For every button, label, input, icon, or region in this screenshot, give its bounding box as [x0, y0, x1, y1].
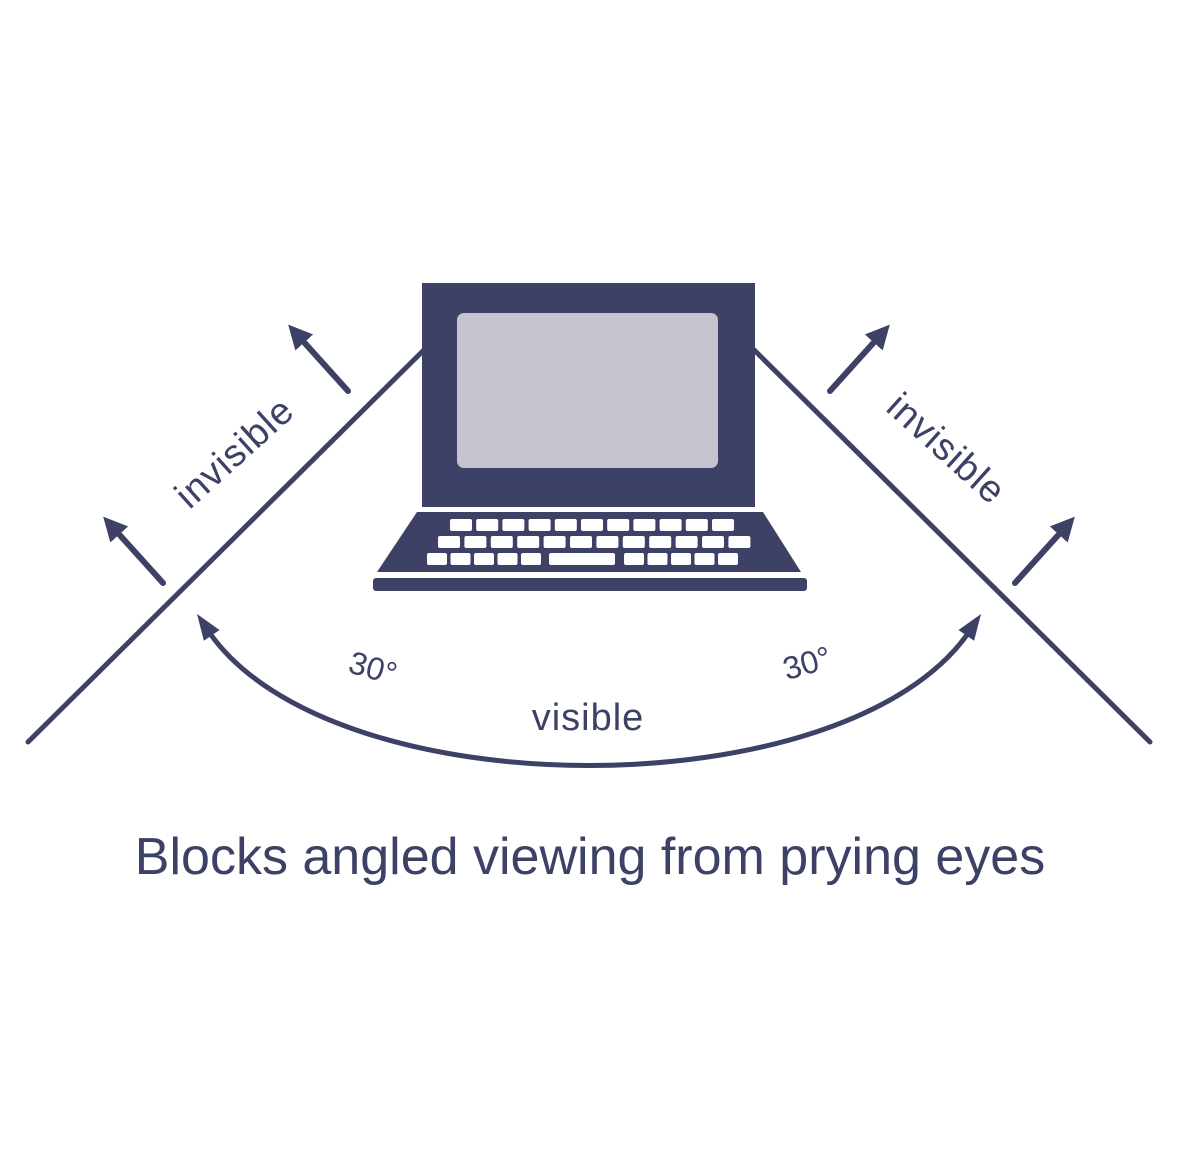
blocked-arrow-left-lower-icon	[103, 516, 166, 586]
keyboard-key	[694, 553, 715, 565]
sightline-right	[739, 335, 1153, 745]
keyboard-key	[718, 553, 738, 565]
keyboard-key	[521, 553, 541, 565]
keyboard-key	[450, 519, 472, 531]
keyboard-key	[474, 553, 494, 565]
invisible-label-left: invisible	[167, 389, 302, 517]
keyboard-key	[647, 553, 668, 565]
keyboard-key	[649, 536, 672, 548]
caption-text: Blocks angled viewing from prying eyes	[135, 828, 1045, 886]
laptop-icon	[373, 283, 807, 591]
keyboard-key	[427, 553, 447, 565]
keyboard-key	[497, 553, 518, 565]
keyboard-key	[728, 536, 751, 548]
keyboard-key	[450, 553, 471, 565]
blocked-arrow-right-upper-icon	[827, 324, 890, 394]
keyboard-key	[570, 536, 592, 548]
keyboard-key	[549, 553, 615, 565]
laptop-screen	[457, 313, 718, 468]
keyboard-key	[581, 519, 603, 531]
keyboard-key	[712, 519, 734, 531]
keyboard-key	[438, 536, 460, 548]
arc-arrowhead-right-icon	[958, 614, 981, 641]
blocked-arrow-right-lower-icon	[1012, 516, 1075, 586]
keyboard-key	[607, 519, 630, 531]
sightline-left	[25, 335, 439, 745]
keyboard-key	[596, 536, 619, 548]
keyboard-key	[528, 519, 551, 531]
keyboard-key	[659, 519, 682, 531]
keyboard-key	[633, 519, 656, 531]
keyboard-key	[490, 536, 513, 548]
keyboard-key	[476, 519, 499, 531]
keyboard-key	[517, 536, 540, 548]
keyboard-key	[685, 519, 708, 531]
keyboard-key	[675, 536, 698, 548]
angle-label-right: 30°	[779, 639, 835, 687]
keyboard-key	[624, 553, 644, 565]
laptop-base	[373, 578, 807, 591]
visible-label: visible	[532, 697, 645, 739]
keyboard-key	[554, 519, 577, 531]
blocked-arrow-left-upper-icon	[288, 324, 351, 394]
keyboard-keys	[427, 519, 751, 565]
keyboard-key	[464, 536, 487, 548]
arc-arrowhead-left-icon	[197, 614, 220, 641]
keyboard-key	[543, 536, 566, 548]
keyboard-key	[502, 519, 525, 531]
visible-arc	[206, 629, 972, 768]
keyboard-key	[622, 536, 645, 548]
angle-label-left: 30°	[345, 644, 401, 692]
keyboard-key	[671, 553, 691, 565]
keyboard-key	[702, 536, 724, 548]
